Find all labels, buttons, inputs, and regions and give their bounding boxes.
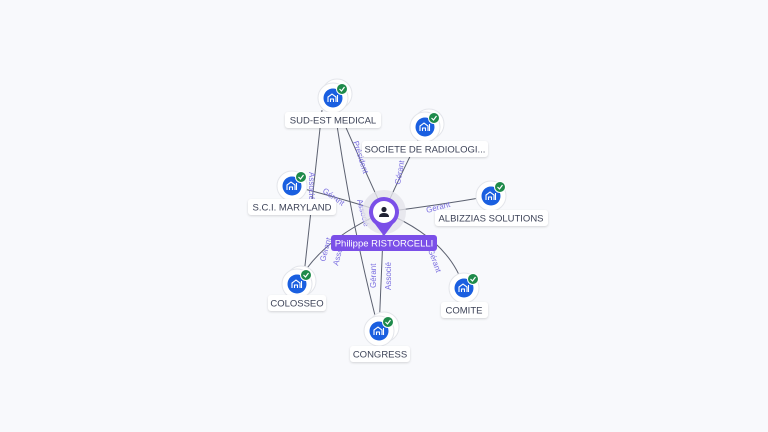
building-icon bbox=[281, 268, 313, 300]
person-name: Philippe RISTORCELLI bbox=[335, 239, 434, 250]
building-icon bbox=[475, 180, 507, 212]
company-node-colosseo[interactable]: COLOSSEO bbox=[268, 265, 326, 311]
edge-sud-est-colosseo bbox=[302, 109, 323, 285]
edge-label: Associé bbox=[307, 172, 316, 201]
node-label: S.C.I. MARYLAND bbox=[252, 203, 331, 214]
company-node-congress[interactable]: CONGRESS bbox=[350, 311, 410, 362]
company-node-albizzias-solutions[interactable]: ALBIZZIAS SOLUTIONS bbox=[435, 180, 548, 226]
edge-label: Associé bbox=[384, 261, 393, 290]
building-icon bbox=[409, 111, 441, 143]
edge-label: Gérant bbox=[393, 159, 406, 185]
company-node-comite[interactable]: COMITE bbox=[441, 272, 488, 318]
building-icon bbox=[276, 170, 308, 202]
node-label: COLOSSEO bbox=[270, 299, 323, 310]
person-icon bbox=[379, 206, 389, 217]
company-node-societe-radiologie[interactable]: SOCIETE DE RADIOLOGI... bbox=[362, 108, 488, 157]
edge-sud-est-congress bbox=[332, 97, 380, 332]
company-node-sci-maryland[interactable]: S.C.I. MARYLAND bbox=[248, 170, 336, 215]
node-label: COMITE bbox=[446, 306, 483, 317]
person-node-center[interactable]: Philippe RISTORCELLI bbox=[331, 190, 437, 251]
edge-label: Gérant bbox=[426, 248, 443, 275]
node-label: CONGRESS bbox=[353, 350, 407, 361]
building-icon bbox=[317, 82, 349, 114]
building-icon bbox=[448, 272, 480, 304]
node-label: ALBIZZIAS SOLUTIONS bbox=[438, 214, 543, 225]
company-node-sud-est-medical[interactable]: SUD-EST MEDICAL bbox=[285, 78, 381, 128]
edge-label: Gérant bbox=[369, 263, 378, 288]
node-label: SUD-EST MEDICAL bbox=[290, 116, 376, 127]
node-label: SOCIETE DE RADIOLOGI... bbox=[365, 145, 486, 156]
building-icon bbox=[363, 315, 395, 347]
